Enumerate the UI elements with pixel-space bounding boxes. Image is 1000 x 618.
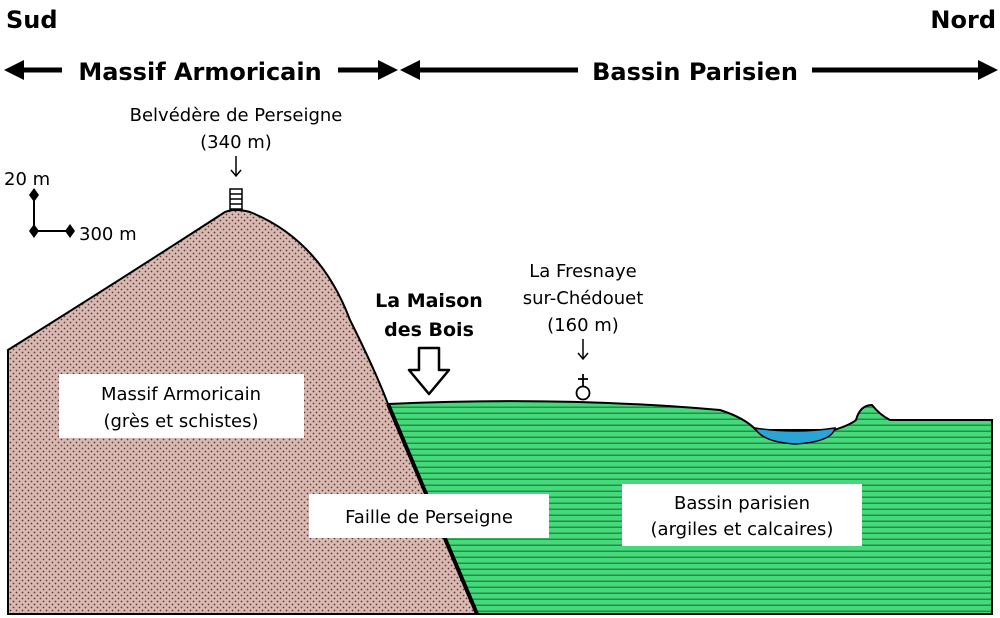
church-icon	[575, 374, 591, 401]
belvedere-label-line2: (340 m)	[200, 132, 272, 153]
bassin-label-line1: Bassin parisien	[674, 493, 810, 514]
fresnaye-label-line3: (160 m)	[547, 315, 619, 336]
belvedere-tower-icon	[229, 188, 243, 210]
domain-left-label: Massif Armoricain	[78, 58, 321, 86]
belvedere-pointer-arrow-icon	[230, 156, 242, 178]
faille-label: Faille de Perseigne	[345, 507, 513, 528]
belvedere-label-line1: Belvédère de Perseigne	[130, 105, 343, 126]
fresnaye-label-line2: sur-Chédouet	[523, 288, 644, 309]
domain-arrow-right	[400, 60, 998, 80]
maison-label-line2: des Bois	[384, 319, 474, 341]
south-label: Sud	[6, 6, 58, 34]
north-label: Nord	[930, 6, 996, 34]
fresnaye-pointer-arrow-icon	[577, 339, 589, 361]
bassin-label-box	[622, 484, 862, 546]
maison-label-line1: La Maison	[375, 290, 483, 312]
scale-vertical-label: 20 m	[4, 169, 50, 190]
scale-horizontal-label: 300 m	[79, 224, 137, 245]
fresnaye-label-line1: La Fresnaye	[529, 261, 636, 282]
maison-down-arrow-icon	[407, 346, 451, 396]
domain-arrow-left	[4, 60, 398, 80]
domain-right-label: Bassin Parisien	[592, 58, 798, 86]
massif-label-box	[59, 374, 304, 438]
bassin-label-line2: (argiles et calcaires)	[651, 519, 834, 540]
scale-bar	[29, 188, 75, 238]
massif-label-line1: Massif Armoricain	[101, 384, 261, 405]
massif-label-line2: (grès et schistes)	[103, 411, 258, 432]
faille-label-box	[309, 494, 549, 538]
lake	[753, 427, 836, 445]
